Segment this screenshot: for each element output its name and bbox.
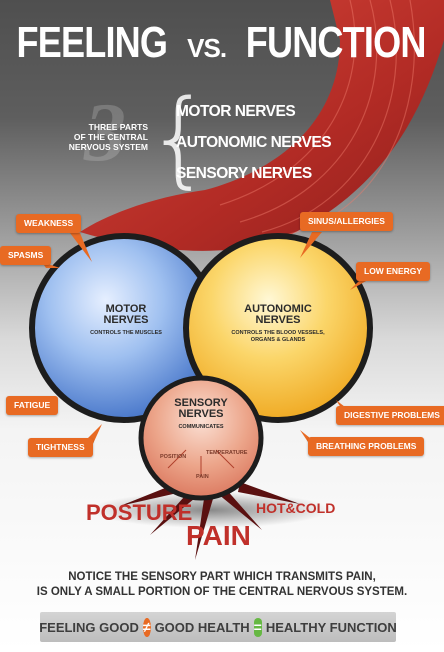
three-number: 3 [84,86,126,179]
autonomic-label: AUTONOMIC NERVES CONTROLS THE BLOOD VESS… [216,304,340,344]
footer-equation: FEELING GOOD ≠ GOOD HEALTH = HEALTHY FUN… [39,612,397,642]
muscle-illustration [80,0,444,251]
three-parts-caption: THREE PARTS OF THE CENTRAL NERVOUS SYSTE… [58,122,148,152]
ground-shadow [90,492,330,528]
caption-line-3: NERVOUS SYSTEM [68,142,148,152]
sensory-label: SENSORY NERVES COMMUNICATES [151,398,251,431]
motor-title-2: NERVES [103,314,149,326]
tag-digestive-problems: DIGESTIVE PROBLEMS [336,406,444,425]
sensory-position: POSITION [160,454,187,460]
autonomic-subtitle-2: ORGANS & GLANDS [250,337,306,343]
sensory-nerves-circle [138,375,264,501]
tag-fatigue: FATIGUE [6,396,59,415]
title-function: FUNCTION [245,18,427,67]
title-feeling: FEELING [16,18,168,67]
output-hot-cold: HOT&COLD [256,500,336,516]
autonomic-title-1: AUTONOMIC [244,303,312,315]
caption-line-1: THREE PARTS [88,122,148,132]
notice-text: NOTICE THE SENSORY PART WHICH TRANSMITS … [0,570,444,600]
footer-healthy-function: HEALTHY FUNCTION [265,619,397,635]
motor-label: MOTOR NERVES CONTROLS THE MUSCLES [64,304,188,337]
sensory-arrows [167,449,235,476]
notice-line-2: IS ONLY A SMALL PORTION OF THE CENTRAL N… [36,586,408,598]
title-vs: VS. [187,33,227,63]
intro-autonomic-nerves: AUTONOMIC NERVES [176,134,332,151]
tag-low-energy: LOW ENERGY [356,262,431,281]
tag-spasms: SPASMS [0,246,52,265]
motor-subtitle: CONTROLS THE MUSCLES [90,330,162,336]
footer-good-health: GOOD HEALTH [154,619,250,635]
tag-weakness: WEAKNESS [16,214,82,233]
autonomic-title-2: NERVES [255,314,301,326]
sensory-title-2: NERVES [178,408,224,420]
sensory-subtitle: COMMUNICATES [178,424,224,430]
output-posture: POSTURE [86,500,193,525]
notice-line-1: NOTICE THE SENSORY PART WHICH TRANSMITS … [68,571,376,583]
caption-line-2: OF THE CENTRAL [73,132,148,142]
footer-feeling-good: FEELING GOOD [39,619,139,635]
autonomic-subtitle-1: CONTROLS THE BLOOD VESSELS, [231,330,325,336]
sensory-temperature: TEMPERATURE [206,450,248,456]
tag-sinus-allergies: SINUS/ALLERGIES [300,212,393,231]
sensory-title-1: SENSORY [174,397,228,409]
output-pain: PAIN [186,520,251,551]
autonomic-nerves-circle [183,233,373,423]
tag-breathing-problems: BREATHING PROBLEMS [308,437,425,456]
tag-tightness: TIGHTNESS [28,438,93,457]
not-equal-icon: ≠ [142,617,151,637]
sensory-pain: PAIN [196,474,209,480]
equals-icon: = [253,617,262,637]
curly-brace: { [146,77,213,199]
pain-spikes [120,482,300,560]
intro-motor-nerves: MOTOR NERVES [176,103,296,120]
page-title: FEELING VS. FUNCTION [0,18,444,68]
motor-title-1: MOTOR [105,303,147,315]
intro-sensory-nerves: SENSORY NERVES [176,165,312,182]
